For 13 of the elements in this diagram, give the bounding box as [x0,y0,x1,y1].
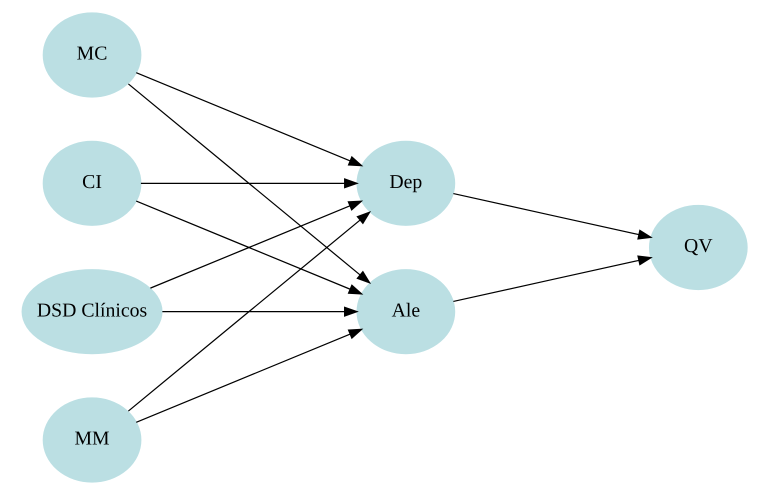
arrow [140,178,358,189]
arrow [136,72,363,166]
arrow [128,83,371,284]
arrow [452,255,652,302]
arrow [452,192,652,240]
node-ellipse: CI [42,140,141,226]
arrow [128,210,371,412]
node-ellipse: MM [42,397,141,483]
arrow [136,328,363,423]
arrow [162,306,358,317]
node-ellipse: DSD Clínicos [21,269,162,354]
node-ellipse: QV [648,204,748,290]
node-ellipse: MC [42,12,141,98]
